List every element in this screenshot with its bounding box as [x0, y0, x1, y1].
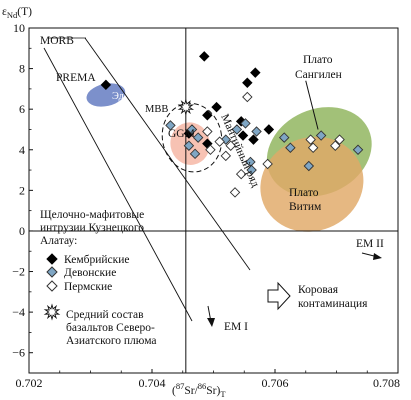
y-tick-label-4: 2: [19, 183, 25, 197]
legend-cambrian-label: Кембрийские: [64, 254, 129, 266]
point-series0-3: [211, 101, 222, 113]
x-tick-label-3: 0.708: [373, 376, 400, 390]
point-series1-13: [315, 130, 327, 141]
y-axis-label: εNd(T): [2, 6, 32, 20]
plume-star-marker: [177, 98, 195, 116]
legend-star-2: базальтов Северо-: [66, 322, 155, 334]
em1-arrow: [207, 305, 215, 327]
mbb-outline: [161, 102, 223, 173]
y-tick-label-6: 6: [19, 102, 25, 116]
legend-item-plume: Средний состав базальтов Северо- Азиатск…: [43, 303, 157, 347]
y-tick-label-5: 4: [19, 143, 25, 157]
point-series2-9: [307, 142, 319, 153]
point-series1-2: [192, 132, 204, 143]
y-tick-label-3: 0: [19, 224, 25, 238]
fields-layer: [86, 80, 372, 232]
point-series0-2: [202, 110, 213, 121]
x-tick-label-2: 0.706: [262, 376, 289, 390]
point-series1-15: [189, 148, 201, 160]
crust-label-2: контаминация: [298, 298, 368, 310]
plume-star-icon: [43, 303, 61, 321]
mantle-array-line-2: [84, 37, 251, 271]
x-tick-label-1: 0.704: [139, 376, 166, 390]
mbb-label: MBB: [145, 104, 168, 115]
points-layer: [100, 51, 364, 198]
legend: Щелочно-мафитовые интрузии Кузнецкого Ал…: [40, 209, 157, 347]
legend-item-devonian: Девонские: [46, 266, 116, 279]
legend-star-1: Средний состав: [66, 309, 144, 321]
point-series1-3: [183, 140, 195, 151]
sangilen-label-2: Сангилен: [295, 69, 342, 81]
point-series2-5: [229, 187, 241, 198]
em2-arrow: [361, 252, 382, 260]
point-series0-6: [237, 130, 249, 141]
point-series1-7: [251, 126, 262, 137]
legend-devonian-label: Девонские: [64, 267, 116, 279]
ed-label: Эд: [112, 91, 125, 102]
point-series2-6: [235, 168, 247, 180]
vitim-label-2: Витим: [289, 201, 322, 213]
y-tick-label-2: −2: [12, 265, 25, 279]
point-series2-1: [214, 136, 225, 147]
legend-title-2: интрузии Кузнецкого: [40, 222, 144, 234]
vitim-label-1: Плато: [289, 187, 319, 199]
crust-label-1: Коровая: [298, 284, 339, 296]
sangilen-label-1: Плато: [303, 54, 333, 66]
point-series1-11: [278, 132, 290, 143]
y-tick-label-7: 8: [19, 62, 25, 76]
point-series2-0: [202, 126, 213, 137]
point-series2-10: [334, 134, 345, 145]
point-series2-4: [242, 91, 253, 103]
point-series2-2: [205, 144, 216, 156]
point-series2-12: [225, 140, 236, 151]
morb-label: MORB: [40, 35, 74, 47]
point-series1-10: [285, 142, 296, 153]
legend-star-3: Азиатского плюма: [66, 335, 157, 347]
point-series0-1: [199, 51, 210, 62]
prema-label: PREMA: [56, 72, 96, 84]
ticks-layer: −6 −4 −2 0 2 4 6 8 10 0.702 0.704 0.706 0.708: [12, 21, 400, 390]
point-series2-8: [305, 134, 316, 145]
point-series2-11: [330, 140, 341, 151]
point-series1-1: [186, 124, 198, 135]
point-series0-4: [242, 77, 253, 89]
lines-layer: [29, 28, 398, 373]
point-series1-14: [352, 144, 364, 156]
y-tick-label-1: −4: [12, 305, 25, 319]
legend-item-permian: Пермские: [46, 280, 112, 293]
point-series0-7: [248, 134, 259, 145]
point-series1-0: [165, 120, 176, 131]
legend-title-3: Алатау:: [40, 235, 77, 247]
point-series1-9: [246, 164, 257, 176]
y-tick-label-0: −6: [12, 346, 25, 360]
crust-contamination-arrow: [267, 281, 291, 311]
y-tick-label-8: 10: [13, 21, 25, 35]
legend-title-1: Щелочно-мафитовые: [40, 209, 144, 221]
point-series0-0: [100, 79, 112, 91]
point-series2-3: [220, 150, 232, 162]
point-series0-9: [263, 124, 275, 135]
mantle-array-line-1: [43, 47, 193, 322]
point-series2-7: [262, 158, 273, 170]
x-axis-label: (87Sr/86Sr)T: [172, 381, 226, 399]
ggm-label: GGM: [168, 128, 195, 140]
point-series1-6: [240, 118, 251, 129]
field-3: [86, 83, 126, 107]
point-series1-12: [303, 160, 315, 172]
x-tick-label-0: 0.702: [16, 376, 43, 390]
field-1: [260, 136, 364, 232]
legend-item-cambrian: Кембрийские: [46, 253, 129, 266]
em1-label: EM I: [224, 321, 248, 333]
sangilen-leader: [305, 80, 319, 130]
point-series1-5: [231, 124, 243, 135]
legend-permian-label: Пермские: [64, 281, 112, 293]
em2-label: EM II: [356, 238, 384, 250]
point-series0-5: [250, 67, 261, 78]
